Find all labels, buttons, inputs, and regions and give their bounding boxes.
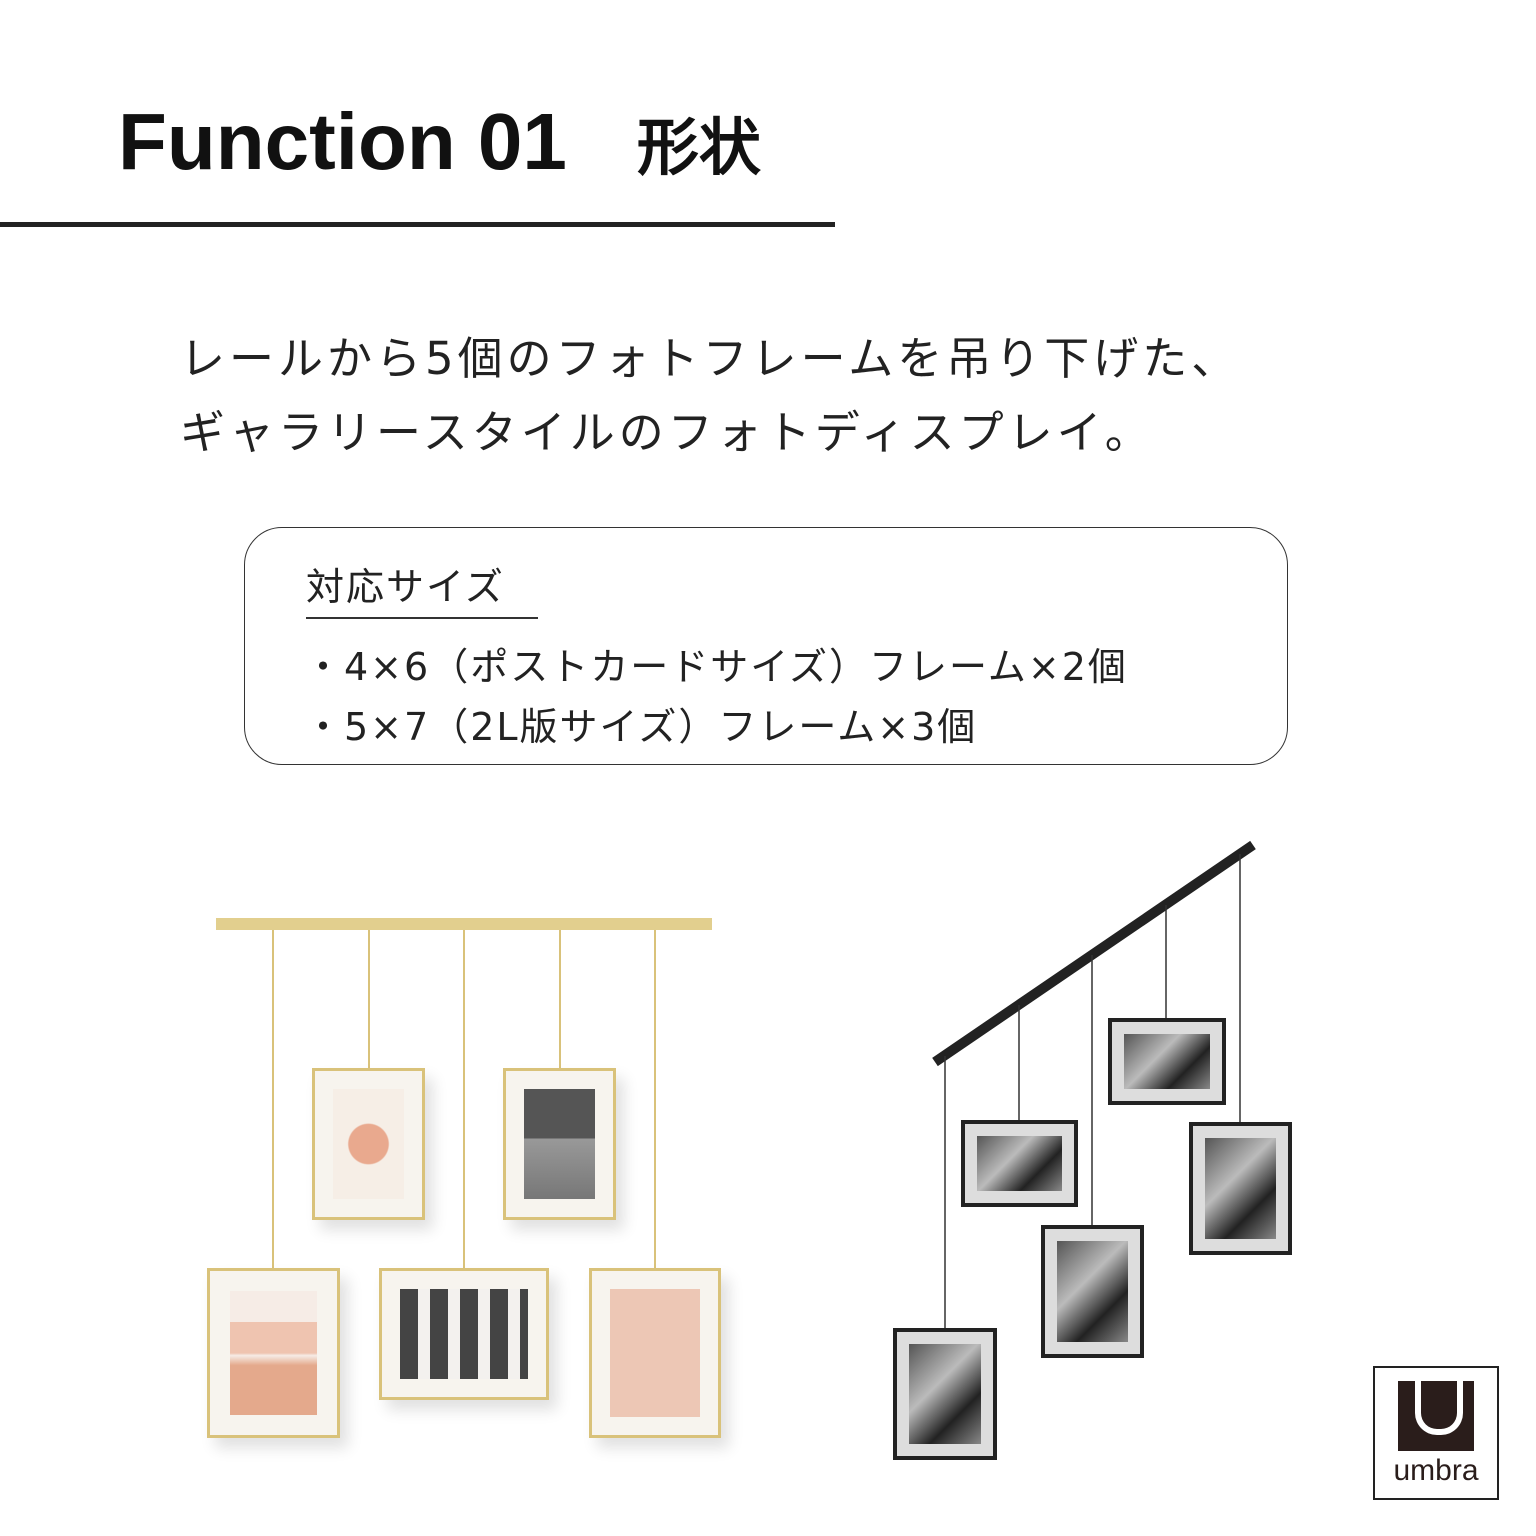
black-frame	[893, 1328, 997, 1460]
gold-frame	[207, 1268, 340, 1438]
gold-frame	[503, 1068, 616, 1220]
black-wires	[944, 854, 1241, 1328]
gold-frame	[379, 1268, 549, 1400]
lead-line-2: ギャラリースタイルのフォトディスプレイ。	[180, 406, 1154, 459]
black-rail	[932, 840, 1256, 1067]
title-en: Function 01	[118, 97, 567, 186]
page-title: Function 01 形状	[118, 96, 761, 188]
black-frame	[961, 1120, 1078, 1207]
title-jp: 形状	[636, 111, 761, 184]
size-item: ・5×7（2L版サイズ）フレーム×3個	[304, 705, 978, 749]
gold-rail	[216, 918, 712, 930]
sizes-box	[244, 527, 1288, 765]
title-divider	[0, 222, 835, 227]
black-frame	[1108, 1018, 1226, 1105]
size-item: ・4×6（ポストカードサイズ）フレーム×2個	[304, 645, 1128, 689]
logo-text: umbra	[1393, 1454, 1479, 1487]
sizes-heading: 対応サイズ	[306, 556, 538, 619]
u-mark-icon	[1398, 1381, 1474, 1451]
gold-wires	[272, 930, 656, 1268]
umbra-logo: umbra	[1373, 1366, 1499, 1500]
gold-frame	[312, 1068, 425, 1220]
black-frame	[1189, 1122, 1292, 1255]
black-frame	[1041, 1225, 1144, 1358]
lead-line-1: レールから5個のフォトフレームを吊り下げた、	[180, 332, 1241, 385]
gold-frame	[589, 1268, 721, 1438]
